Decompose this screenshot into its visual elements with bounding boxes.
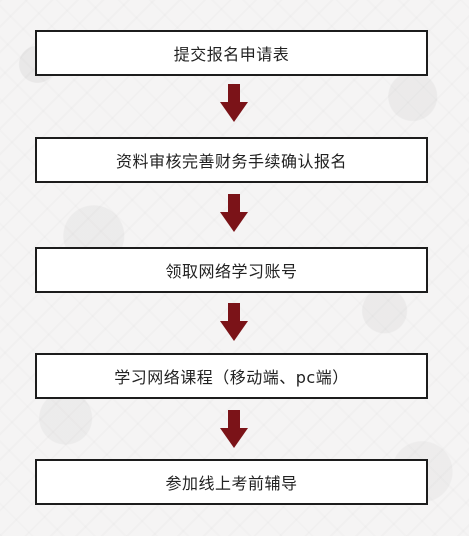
step-label: 学习网络课程（移动端、pc端） xyxy=(114,368,349,387)
step-label: 提交报名申请表 xyxy=(173,45,290,64)
step-study-courses: 学习网络课程（移动端、pc端） xyxy=(35,353,428,399)
step-label: 资料审核完善财务手续确认报名 xyxy=(115,152,347,171)
step-review-and-confirm: 资料审核完善财务手续确认报名 xyxy=(35,137,428,183)
down-arrow-icon xyxy=(220,410,248,448)
step-label: 参加线上考前辅导 xyxy=(165,474,298,493)
down-arrow-icon xyxy=(220,84,248,122)
step-label: 领取网络学习账号 xyxy=(165,262,298,281)
down-arrow-icon xyxy=(220,194,248,232)
step-get-account: 领取网络学习账号 xyxy=(35,247,428,293)
step-online-coaching: 参加线上考前辅导 xyxy=(35,459,428,505)
step-submit-application: 提交报名申请表 xyxy=(35,30,428,76)
down-arrow-icon xyxy=(220,303,248,341)
